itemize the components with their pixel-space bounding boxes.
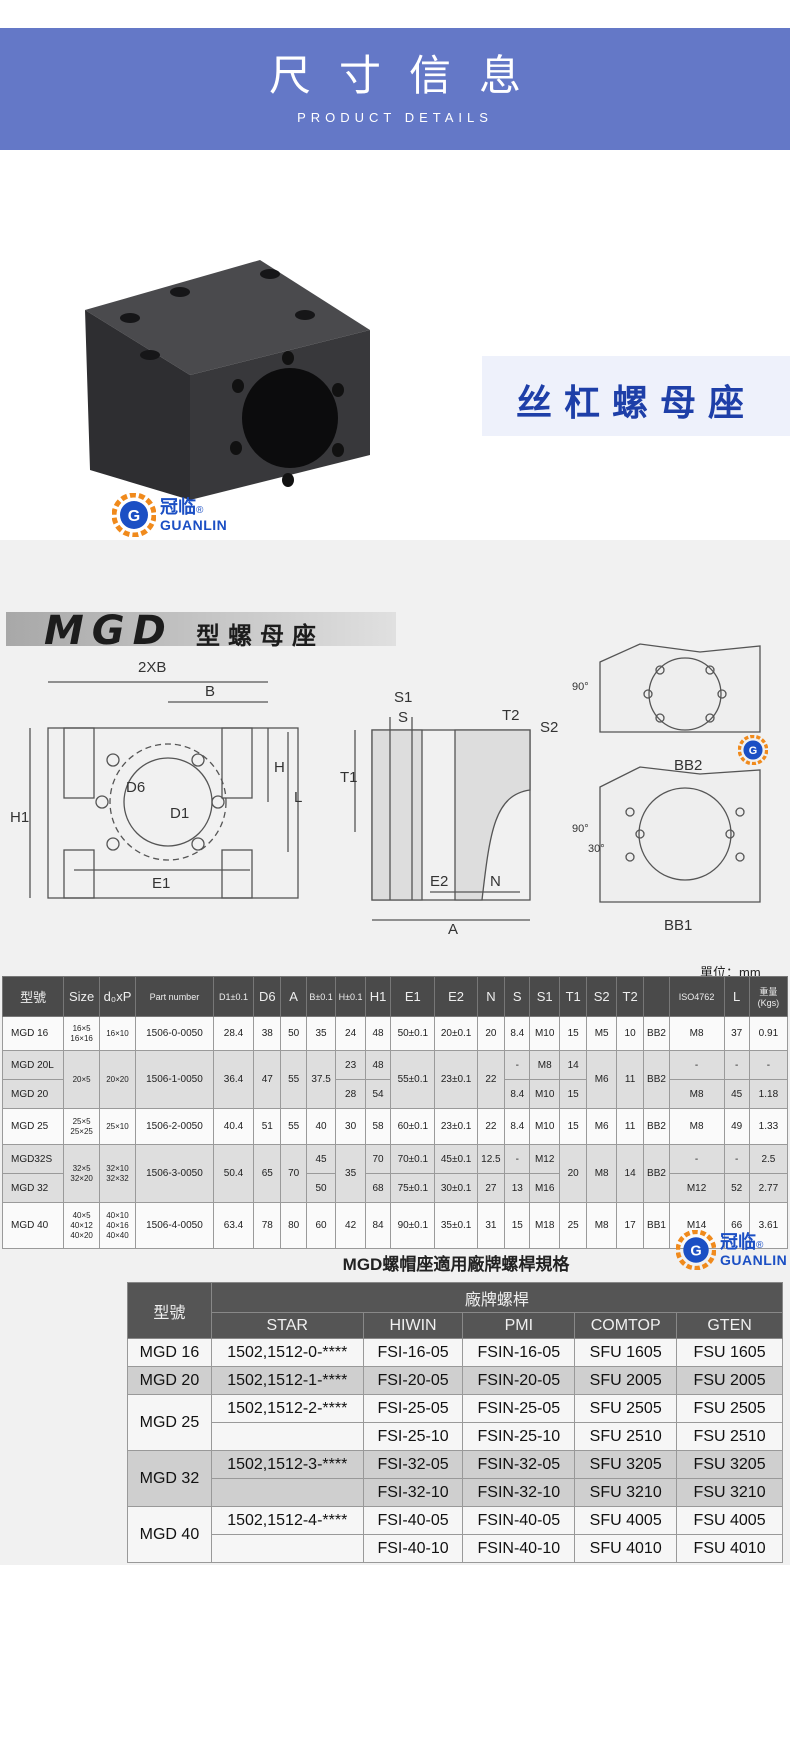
mgd-label: 型螺母座 <box>196 622 324 650</box>
label-d1: D1 <box>170 805 189 822</box>
svg-text:30°: 30° <box>588 843 605 855</box>
label-b: B <box>205 683 215 700</box>
brand-row-mgd16: MGD 16 1502,1512-0-**** FSI-16-05 FSIN-1… <box>127 1338 783 1367</box>
gear-logo-icon: G <box>676 1230 716 1270</box>
brand-logo-top: G 冠临® GUANLIN <box>112 493 227 537</box>
label-h1: H1 <box>10 809 29 826</box>
brand-compat-table: 型號 廠牌螺桿 STAR HIWIN PMI COMTOP GTEN MGD 1… <box>127 1282 784 1563</box>
section-view <box>354 717 531 921</box>
brand-logo-bottom: G 冠临® GUANLIN <box>676 1230 787 1270</box>
label-a: A <box>448 921 458 938</box>
svg-text:90°: 90° <box>572 823 589 835</box>
mgd-code: MGD <box>44 608 174 654</box>
label-bb2: BB2 <box>674 757 702 774</box>
spec-row-mgd25: MGD 25 25×5 25×25 25×10 1506-2-0050 40.4… <box>1 1108 789 1145</box>
label-s1: S1 <box>394 689 412 706</box>
label-e2: E2 <box>430 873 448 890</box>
brand-row-mgd25-b: FSI-25-10 FSIN-25-10 SFU 2510 FSU 2510 <box>128 1422 783 1451</box>
label-2xb: 2XB <box>138 659 166 676</box>
label-h: H <box>274 759 285 776</box>
spec-row-mgd32s: MGD32S 32×5 32×20 32×10 32×32 1506-3-005… <box>1 1144 789 1203</box>
brand-row-mgd32-a: MGD 32 1502,1512-3-**** FSI-32-05 FSIN-3… <box>127 1450 783 1507</box>
spec-header-row: 型號 Size d₀xP Part number D1±0.1 D6 A B±0… <box>1 976 789 1017</box>
brand-en: GUANLIN <box>160 517 228 533</box>
brand-row-mgd32-b: FSI-32-10 FSIN-32-10 SFU 3210 FSU 3210 <box>128 1478 783 1507</box>
product-title: 丝杠螺母座 <box>515 383 756 424</box>
brand-logo-side: G <box>738 735 768 765</box>
spec-table: 型號 Size d₀xP Part number D1±0.1 D6 A B±0… <box>1 976 789 1249</box>
spec-row-mgd32: MGD 32 50 68 75±0.1 30±0.1 27 13 M16 M12… <box>1 1173 789 1203</box>
svg-text:G: G <box>128 508 140 525</box>
brand-header-model: 型號 <box>127 1282 212 1339</box>
gear-logo-icon: G <box>738 735 768 765</box>
header-subtitle: PRODUCT DETAILS <box>297 110 493 125</box>
label-n: N <box>490 873 501 890</box>
label-t2: T2 <box>502 707 520 724</box>
label-bb1: BB1 <box>664 917 692 934</box>
brand-row-mgd40-a: MGD 40 1502,1512-4-**** FSI-40-05 FSIN-4… <box>127 1506 783 1563</box>
spec-row-mgd20l: MGD 20L 20×5 20×20 1506-1-0050 36.4 47 5… <box>1 1050 789 1109</box>
svg-text:90°: 90° <box>572 681 589 693</box>
brand-cn: 冠临 <box>160 497 196 517</box>
header-title: 尺寸信息 <box>268 51 549 100</box>
spec-row-mgd16: MGD 16 16×5 16×16 16×10 1506-0-0050 28.4… <box>1 1016 789 1051</box>
label-l: L <box>294 789 302 806</box>
mgd-section-bar: MGD 型螺母座 <box>6 608 396 654</box>
svg-text:G: G <box>749 745 757 757</box>
label-e1: E1 <box>152 875 170 892</box>
details-header-banner: 尺寸信息 PRODUCT DETAILS <box>0 28 790 150</box>
top-views <box>599 643 761 903</box>
label-s: S <box>398 709 408 726</box>
gear-logo-icon: G <box>112 493 156 537</box>
front-view <box>29 681 299 899</box>
svg-text:G: G <box>690 1243 701 1259</box>
technical-drawing: 2XB B H1 H L D6 D1 E1 S1 S T1 T2 S2 E2 N… <box>10 643 761 938</box>
brand-row-mgd40-b: FSI-40-10 FSIN-40-10 SFU 4010 FSU 4010 <box>128 1534 783 1563</box>
brand-header-group: 廠牌螺桿 <box>210 1282 784 1313</box>
label-d6: D6 <box>126 779 145 796</box>
product-title-box: 丝杠螺母座 <box>482 356 790 436</box>
nut-housing-photo <box>85 260 370 500</box>
brand-row-mgd25-a: MGD 25 1502,1512-2-**** FSI-25-05 FSIN-2… <box>127 1394 783 1451</box>
spec-row-mgd20: MGD 20 28 54 8.4 M10 15 M8 45 1.18 <box>1 1079 789 1109</box>
label-s2: S2 <box>540 719 558 736</box>
label-t1: T1 <box>340 769 358 786</box>
brand-row-mgd20: MGD 20 1502,1512-1-**** FSI-20-05 FSIN-2… <box>127 1366 783 1395</box>
brand-table-title: MGD螺帽座適用廠牌螺桿規格 <box>342 1255 570 1274</box>
spec-row-mgd40: MGD 40 40×5 40×12 40×20 40×10 40×16 40×4… <box>1 1202 789 1249</box>
